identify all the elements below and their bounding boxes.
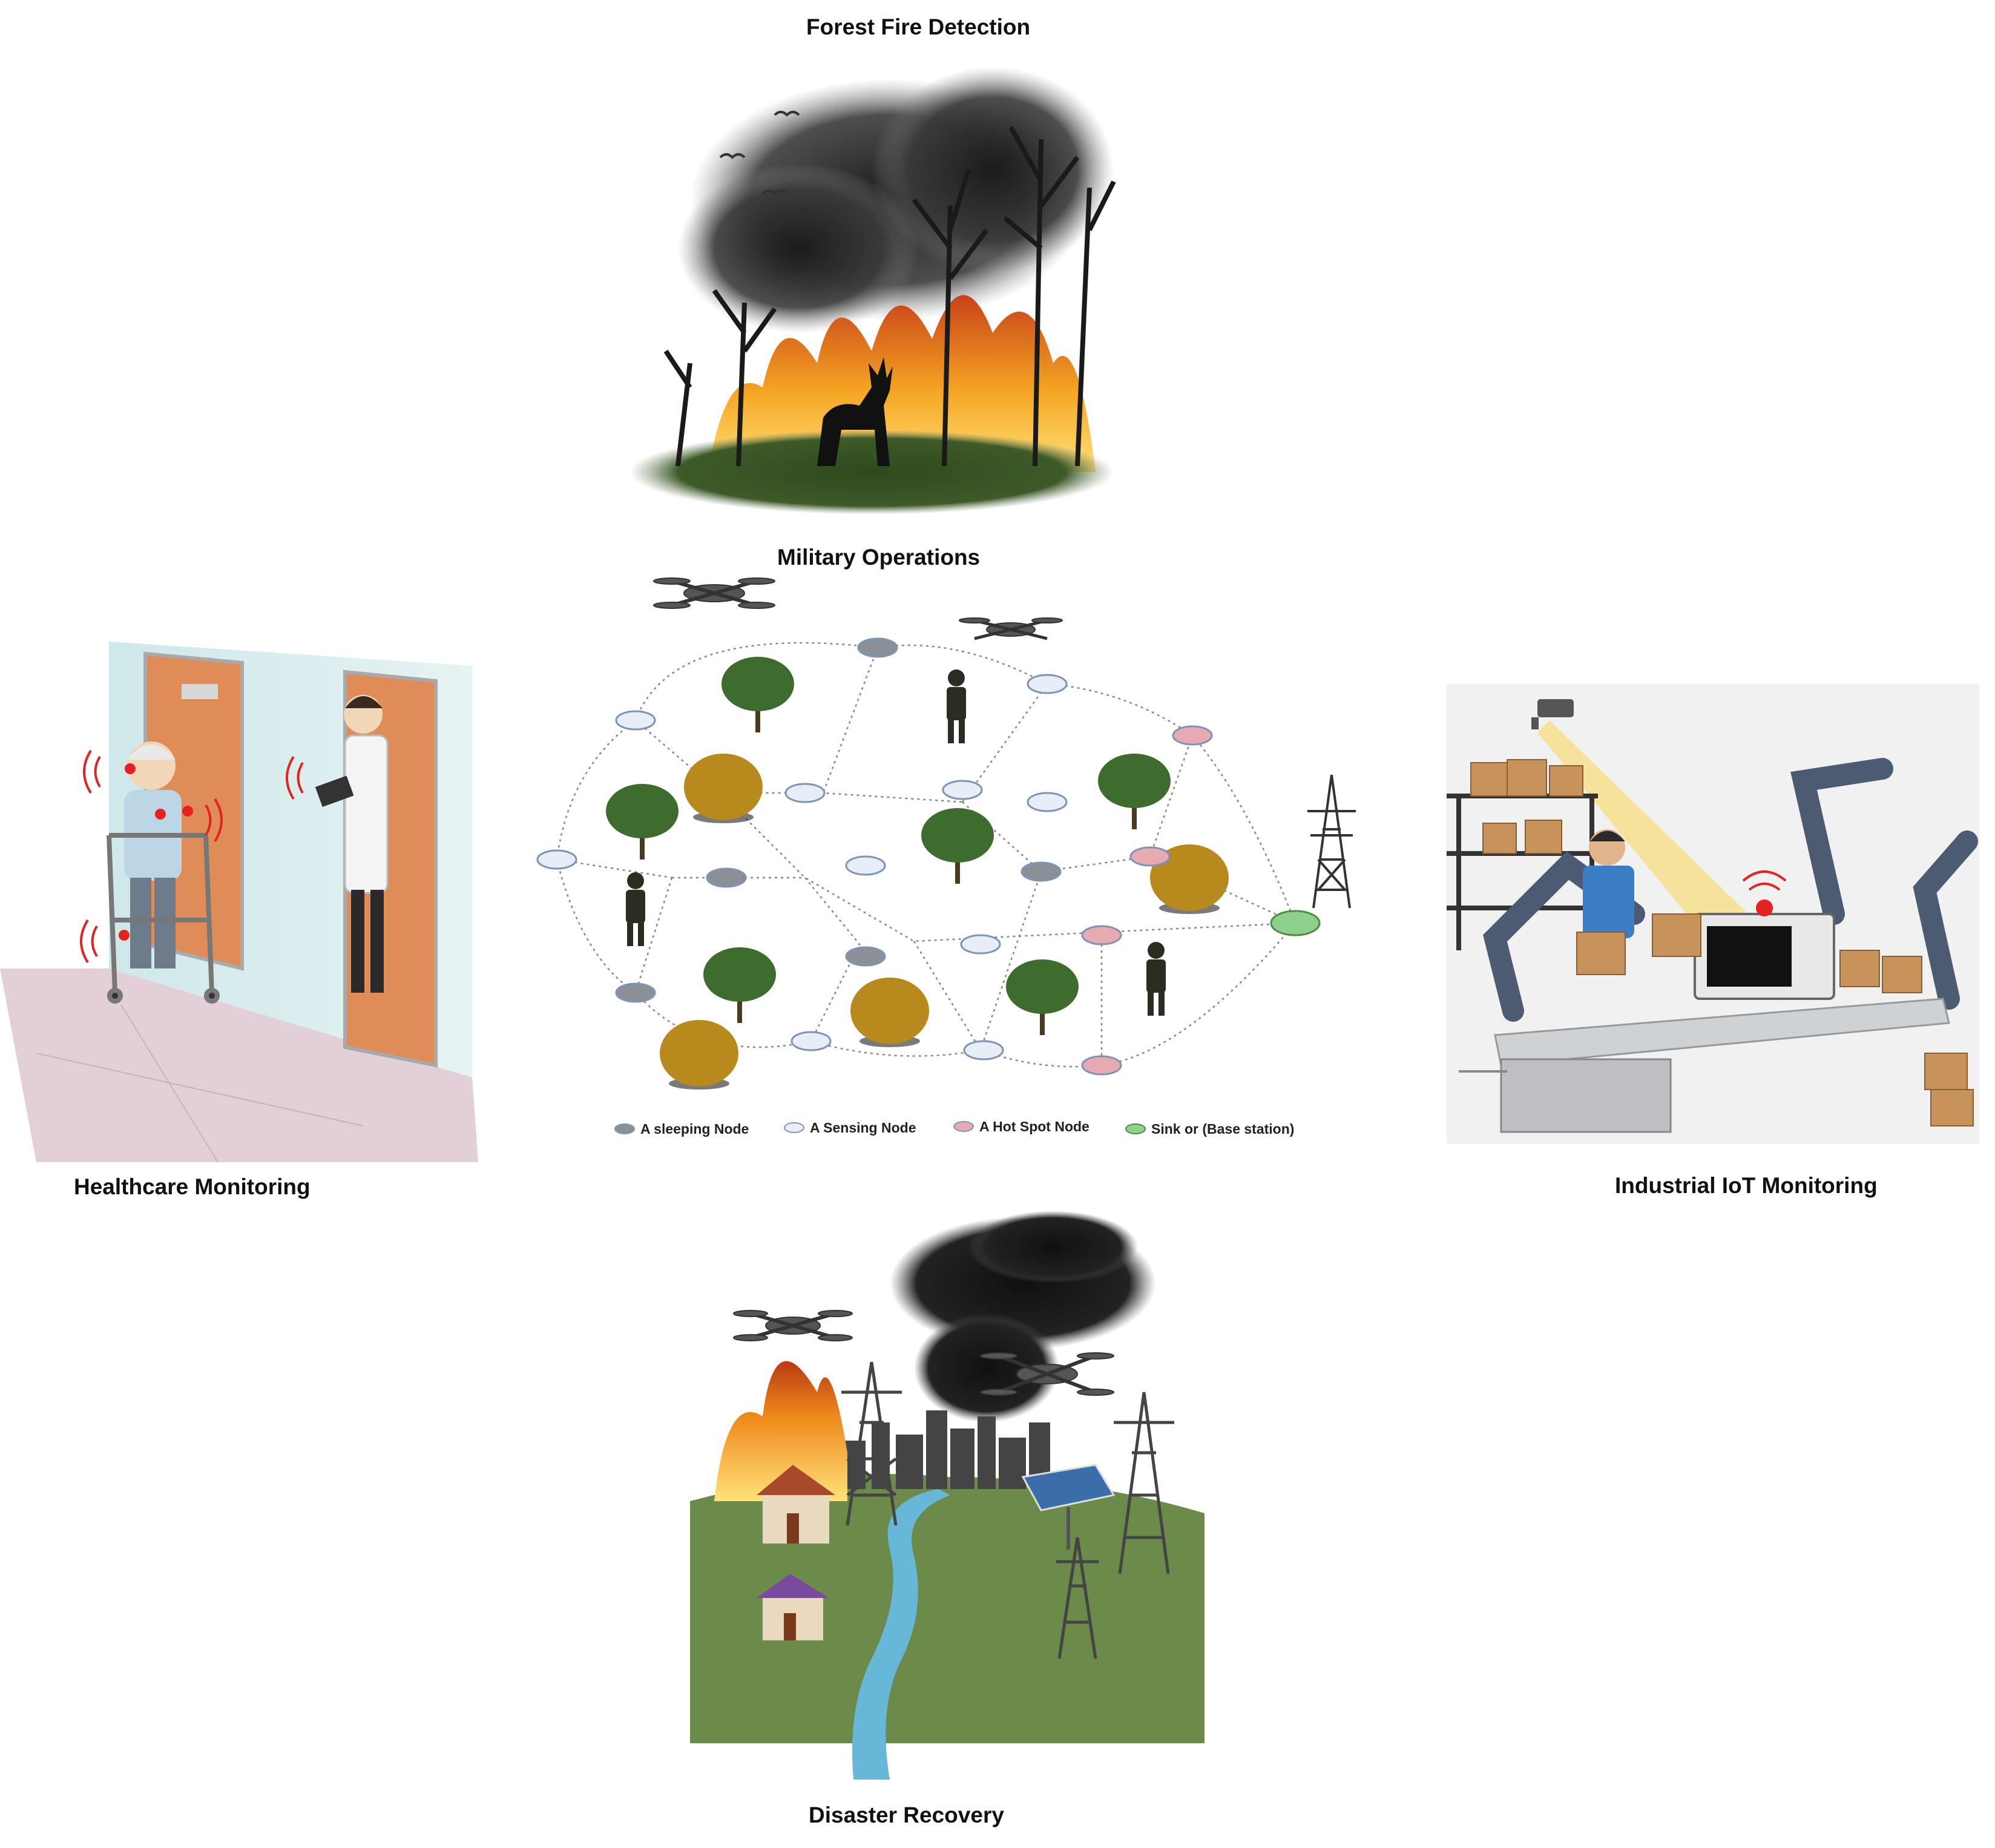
drone-right: [980, 1352, 1114, 1396]
legend-sleeping-icon: [614, 1123, 635, 1134]
hotspot-node: [1081, 925, 1122, 945]
river: [852, 1489, 950, 1780]
drone-1: [653, 577, 775, 609]
hospital-floor: [0, 968, 478, 1162]
factory-worker: [1583, 829, 1634, 938]
title-forest-fire-detection: Forest Fire Detection: [806, 15, 1031, 39]
sensing-node: [790, 1031, 832, 1051]
power-tower: [1307, 774, 1356, 909]
legend-sink-icon: [1125, 1123, 1146, 1134]
signal-waves: [80, 749, 304, 964]
package-boxes: [1576, 913, 1974, 1126]
legend: A sleeping Node A Sensing Node A Hot Spo…: [614, 1119, 1294, 1137]
military-wsn-diagram: A sleeping Node A Sensing Node A Hot Spo…: [521, 569, 1380, 1150]
deer-silhouette: [817, 357, 893, 466]
industrial-iot-illustration: [1447, 684, 1979, 1144]
forest-ground: [629, 430, 1114, 515]
birds: [719, 111, 800, 196]
legend-sink-label: Sink or (Base station): [1151, 1121, 1294, 1137]
forest-fire-illustration: [617, 48, 1138, 521]
camera-light-cone: [1537, 720, 1786, 968]
hotspot-node: [1081, 1055, 1122, 1076]
sink-node: [1270, 910, 1321, 936]
city-skyline: [841, 1410, 1050, 1489]
legend-sleeping-label: A sleeping Node: [640, 1121, 749, 1137]
drone-left: [733, 1310, 853, 1341]
building-fire: [714, 1361, 847, 1501]
title-disaster-recovery: Disaster Recovery: [809, 1803, 1004, 1827]
sleeping-node: [857, 637, 898, 658]
xray-scanner: [1694, 870, 1835, 1000]
green-trees: [606, 657, 1171, 1035]
walker: [107, 833, 220, 1004]
sensing-node: [1027, 674, 1068, 694]
sleeping-node: [845, 946, 886, 967]
title-military-operations: Military Operations: [777, 545, 981, 570]
burnt-trees: [663, 126, 1116, 467]
conveyor-table: [1494, 998, 1950, 1067]
transmission-towers: [841, 1361, 1174, 1659]
shelf-boxes: [1470, 759, 1583, 854]
title-industrial-iot-monitoring: Industrial IoT Monitoring: [1615, 1173, 1878, 1198]
sensing-node: [1027, 792, 1068, 812]
solar-panel: [1021, 1464, 1116, 1550]
hotspot-node: [1172, 725, 1213, 746]
sleeping-node: [706, 867, 747, 888]
alarm-light-icon: [1756, 899, 1773, 916]
sensing-node: [615, 710, 656, 731]
legend-sensing-label: A Sensing Node: [810, 1120, 916, 1136]
soldiers: [626, 669, 1166, 1016]
sensor-nodes: [536, 637, 1321, 1076]
legend-hotspot-icon: [953, 1121, 974, 1132]
healthcare-illustration: [0, 630, 478, 1162]
sleeping-node: [615, 982, 656, 1003]
security-camera-icon: [1531, 699, 1574, 729]
title-healthcare-monitoring: Healthcare Monitoring: [74, 1174, 311, 1199]
sensing-node: [963, 1040, 1004, 1060]
sensing-node: [942, 780, 983, 800]
legend-hotspot-label: A Hot Spot Node: [979, 1119, 1090, 1134]
doctor: [315, 695, 389, 993]
fire-flames: [708, 295, 1096, 472]
drone-2: [959, 617, 1063, 640]
disaster-recovery-illustration: [672, 1211, 1229, 1780]
sleeping-node: [1021, 861, 1062, 882]
house-1: [757, 1465, 835, 1544]
hotspot-node: [1129, 846, 1171, 867]
legend-sensing-icon: [784, 1122, 804, 1133]
autumn-trees: [660, 754, 1229, 1090]
sensing-node: [536, 849, 577, 870]
house-2: [757, 1574, 829, 1640]
sensing-node: [784, 783, 826, 803]
sensing-node: [960, 934, 1001, 955]
body-sensors: [119, 763, 193, 941]
sensing-node: [845, 855, 886, 876]
